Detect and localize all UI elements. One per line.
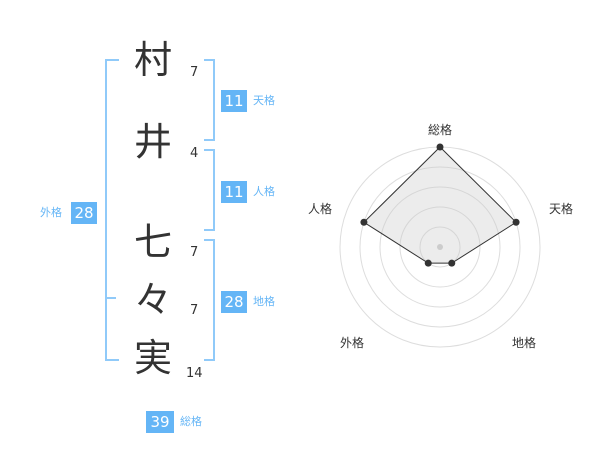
radar-label-soukaku: 総格 <box>427 123 452 137</box>
radar-point-1 <box>512 218 520 226</box>
stroke-count-4: 7 <box>190 303 199 318</box>
soukaku-value-badge: 39 <box>146 411 174 433</box>
chikaku-bracket <box>204 239 215 361</box>
stroke-count-5: 14 <box>186 366 203 381</box>
radar-point-0 <box>436 143 444 151</box>
jinkaku-label: 人格 <box>253 185 275 198</box>
radar-ring-1 <box>419 226 461 268</box>
radar-ring-4 <box>359 166 521 328</box>
radar-label-tenkaku: 天格 <box>548 202 573 216</box>
gaikaku-bracket <box>105 59 119 361</box>
tenkaku-label: 天格 <box>253 94 275 107</box>
name-char-5: 実 <box>133 336 172 380</box>
jinkaku-value-badge: 11 <box>221 181 247 203</box>
radar-ring-3 <box>379 186 501 308</box>
radar-polygon <box>363 146 517 264</box>
radar-label-jinkaku: 人格 <box>307 202 332 216</box>
stroke-count-3: 7 <box>190 245 199 260</box>
radar-point-2 <box>448 259 456 267</box>
tenkaku-value-badge: 11 <box>221 90 247 112</box>
chikaku-label: 地格 <box>253 295 275 308</box>
soukaku-label: 総格 <box>180 415 202 428</box>
radar-center-dot <box>437 244 443 250</box>
name-char-1: 村 <box>133 38 172 82</box>
name-char-4: 々 <box>133 278 172 322</box>
jinkaku-bracket <box>204 149 215 231</box>
stroke-count-1: 7 <box>190 65 199 80</box>
radar-label-chikaku: 地格 <box>511 336 536 350</box>
stroke-count-2: 4 <box>190 146 199 161</box>
name-char-3: 七 <box>133 220 172 264</box>
radar-point-4 <box>360 218 368 226</box>
name-char-2: 井 <box>133 120 172 164</box>
gaikaku-value-badge: 28 <box>71 202 97 224</box>
radar-point-3 <box>424 259 432 267</box>
radar-label-gaikaku: 外格 <box>339 336 364 350</box>
tenkaku-bracket <box>204 59 215 141</box>
chikaku-value-badge: 28 <box>221 291 247 313</box>
radar-ring-2 <box>399 206 481 288</box>
gaikaku-label: 外格 <box>40 206 62 219</box>
